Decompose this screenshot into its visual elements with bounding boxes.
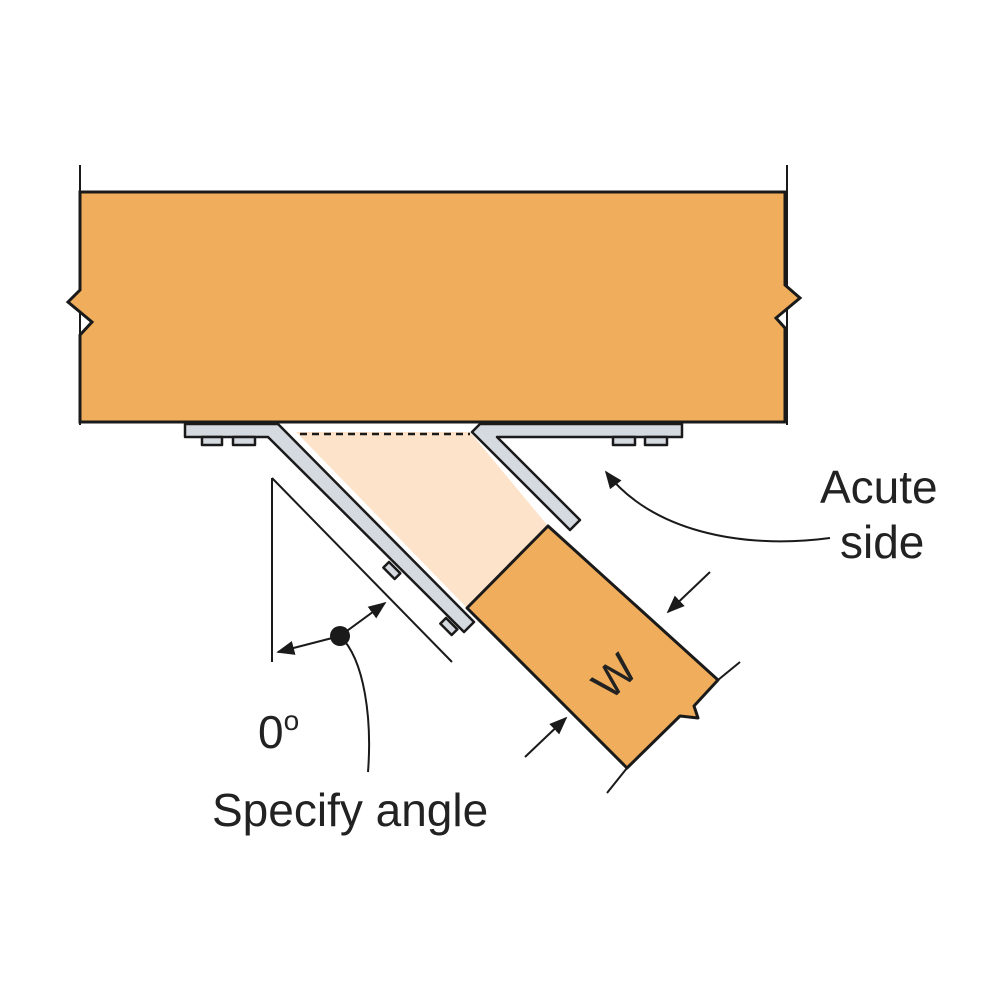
acute-side-arrow: [604, 470, 831, 543]
fastener: [200, 435, 224, 447]
fastener: [439, 616, 459, 637]
angle-pivot-dot: [330, 626, 350, 646]
acute-side-label-line1: Acute: [820, 461, 938, 513]
angle-indicator: [271, 477, 453, 773]
zero-degree-label: 0o: [258, 705, 299, 758]
joist: W: [296, 432, 741, 794]
acute-side-label-line2: side: [840, 516, 924, 568]
fastener: [611, 435, 637, 447]
header-beam: [65, 165, 803, 425]
fastener: [643, 435, 669, 447]
skewed-hanger: [183, 422, 684, 637]
specify-angle-label: Specify angle: [212, 784, 488, 836]
fastener: [231, 435, 257, 447]
width-dimension-arrows: [524, 571, 711, 758]
fastener: [382, 560, 402, 581]
